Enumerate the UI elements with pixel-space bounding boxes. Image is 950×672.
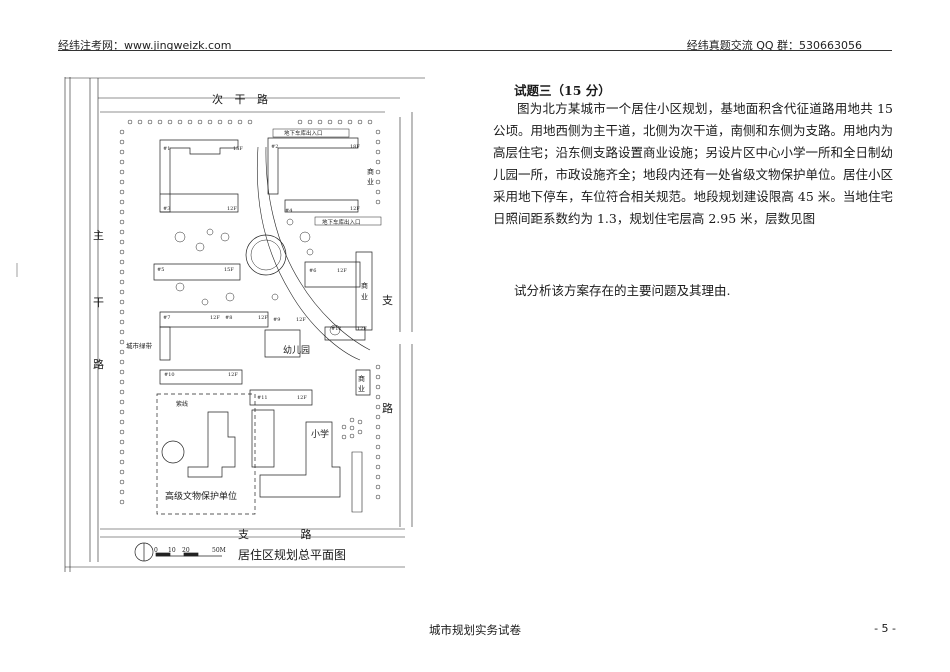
road-label-east-1: 支 (382, 294, 393, 307)
commercial-label: 业 (361, 293, 368, 301)
question-body: 图为北方某城市一个居住小区规划，基地面积含代征道路用地共 15 公顷。用地西侧为… (493, 101, 894, 226)
header-rule (58, 50, 892, 51)
east-tree-row (341, 129, 381, 500)
building-number: #6 (309, 268, 317, 274)
building-number: #5 (157, 267, 165, 273)
building-floors: 12F (227, 206, 237, 212)
boundary-label: 紫线 (176, 401, 189, 408)
building-floors: 12F (228, 372, 238, 378)
kindergarten-label: 幼儿园 (283, 346, 311, 356)
building-floors: 12F (210, 315, 220, 321)
building-number: #4 (285, 208, 293, 214)
question-prompt: 试分析该方案存在的主要问题及其理由. (514, 283, 731, 298)
plan-caption: 居住区规划总平面图 (238, 548, 347, 562)
west-tree-row (119, 129, 125, 505)
road-label-south: 支 路 (238, 528, 336, 541)
building-number: #11 (257, 395, 268, 401)
building-number: #2 (271, 144, 279, 150)
building-floors: 15F (224, 267, 234, 273)
building-floors: 12F (357, 326, 367, 332)
building-number: #1 (163, 146, 171, 152)
greenbelt-label: 城市绿带 (126, 342, 152, 350)
scale-tick: 50M (212, 547, 226, 554)
building-floors: 12F (297, 395, 307, 401)
commercial-label: 商 (358, 375, 365, 383)
commercial-label: 业 (367, 178, 374, 186)
building-floors: 12F (258, 315, 268, 321)
building-number: #3 (163, 206, 171, 212)
margin-mark (16, 262, 18, 277)
header-site-text: 经纬注考网：www.jingweizk.com (58, 39, 232, 52)
building-number: #10 (164, 372, 175, 378)
footer-title: 城市规划实务试卷 (429, 623, 521, 637)
building-number: #7 (163, 315, 171, 321)
road-label-west-3: 路 (93, 358, 104, 371)
site-plan-figure (64, 77, 425, 572)
school-label: 小学 (311, 430, 330, 440)
building-number: #9 (273, 317, 281, 323)
road-label-west-2: 干 (93, 296, 104, 309)
road-label-east-2: 路 (382, 402, 393, 415)
building-number: #12 (331, 326, 342, 332)
scale-tick: 10 (168, 547, 176, 554)
building-number: #8 (225, 315, 233, 321)
parking-entrance-label: 地下车库出入口 (322, 220, 361, 226)
commercial-label: 商 (361, 282, 368, 290)
scale-tick: 20 (182, 547, 190, 554)
building-floors: 12F (350, 206, 360, 212)
north-tree-row (127, 119, 373, 125)
heritage-label: 高级文物保护单位 (165, 492, 238, 502)
building-floors: 12F (337, 268, 347, 274)
building-floors: 15F (233, 146, 243, 152)
road-label-west-1: 主 (93, 229, 104, 242)
question-title: 试题三（15 分） (514, 83, 611, 98)
commercial-label: 业 (358, 385, 365, 393)
building-floors: 18F (350, 144, 360, 150)
header-qq-group-text: 经纬真题交流 QQ 群：530663056 (686, 39, 862, 52)
scale-bar (134, 542, 222, 562)
parking-entrance-label: 地下车库出入口 (284, 131, 323, 137)
scale-tick: 0 (154, 547, 158, 554)
road-label-north: 次 干 路 (212, 93, 272, 106)
building-floors: 12F (296, 317, 306, 323)
page-number: - 5 - (874, 622, 896, 635)
commercial-label: 商 (367, 168, 374, 176)
